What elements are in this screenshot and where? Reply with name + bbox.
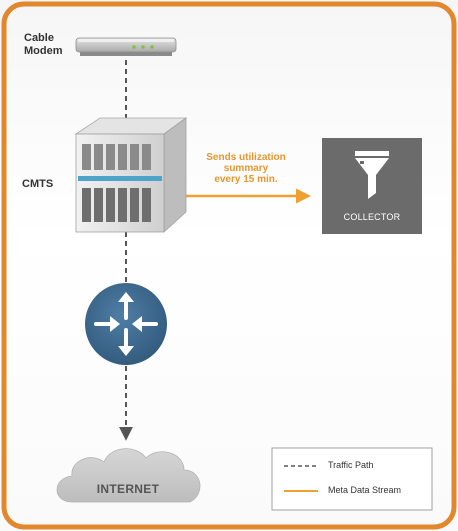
legend xyxy=(271,447,433,511)
router-icon xyxy=(85,283,167,365)
edge-label-utilization: Sends utilization summary every 15 min. xyxy=(190,152,302,185)
internet-label: INTERNET xyxy=(96,482,160,496)
legend-traffic-path-label: Traffic Path xyxy=(328,460,374,470)
cable-modem-icon xyxy=(75,37,177,56)
cable-modem-label-line1: Cable xyxy=(24,32,54,44)
cable-modem-label: Cable Modem xyxy=(24,32,63,58)
edge-label-line3: every 15 min. xyxy=(214,174,278,185)
edge-label-line1: Sends utilization xyxy=(206,152,286,163)
cable-modem-label-line2: Modem xyxy=(24,45,63,57)
legend-meta-data-label: Meta Data Stream xyxy=(328,485,402,495)
collector-node xyxy=(322,138,422,234)
edge-label-line2: summary xyxy=(223,163,269,174)
funnel-icon xyxy=(355,151,389,199)
cmts-label: CMTS xyxy=(22,178,54,190)
cmts-chassis-icon xyxy=(74,117,188,233)
cloud-icon xyxy=(56,448,201,503)
collector-label: COLLECTOR xyxy=(343,212,401,222)
